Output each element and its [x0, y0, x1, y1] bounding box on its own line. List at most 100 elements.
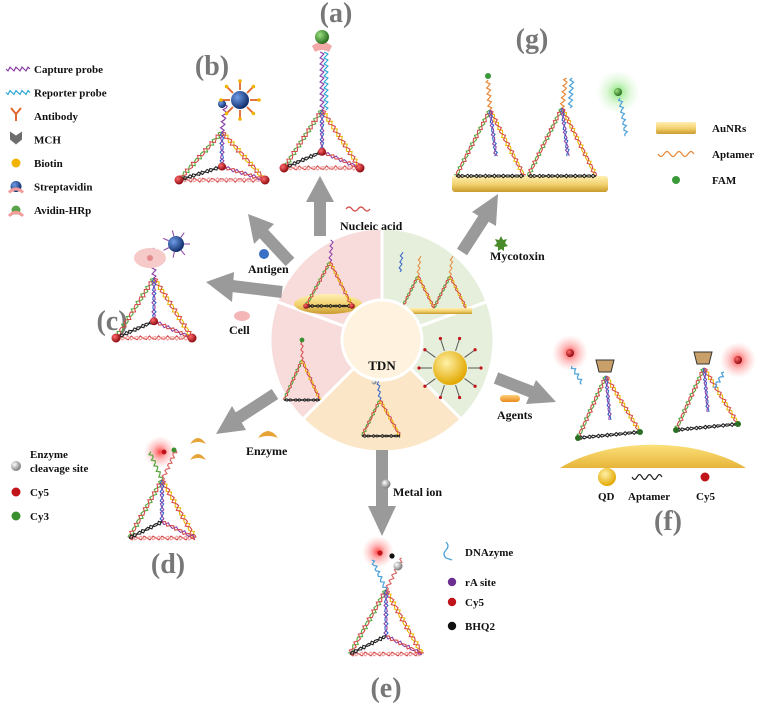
dna-helix-strand: [433, 275, 451, 308]
capture-arm: [172, 251, 175, 258]
streptavidin-sphere-icon: [7, 181, 25, 194]
panel-e-legend-label: DNAzyme: [465, 547, 513, 559]
dna-helix-strand: [219, 131, 225, 167]
marker-dot: [299, 337, 305, 343]
dna-helix-strand: [605, 375, 640, 434]
dna-helix-strand: [128, 535, 196, 541]
top-left-legend-item: Streptavidin: [7, 181, 92, 194]
dna-helix-strand: [703, 367, 740, 424]
fam-dot: [485, 73, 491, 79]
dna-helix-strand: [283, 398, 321, 402]
probe-strand: [398, 251, 404, 273]
avidin-hrp-icon: [312, 42, 332, 52]
arrow-to-g: [456, 194, 498, 256]
panel-d-legend-label: Cy5: [30, 487, 49, 499]
arrow-to-b: [248, 214, 295, 267]
marker-dot: [479, 366, 483, 370]
aptamer-spoke: [440, 339, 445, 352]
marker-dot: [251, 84, 256, 89]
antigen-sphere: [218, 100, 226, 108]
dna-helix-strand: [401, 275, 419, 308]
gold-nanorod-substrate: [452, 176, 608, 192]
marker-dot: [224, 111, 229, 116]
antibody-arm: [246, 106, 254, 114]
dna-helix-strand: [151, 277, 157, 322]
bhq2-dot: [389, 553, 395, 559]
blue-wavy-strand-icon: [5, 89, 31, 96]
panel-label-e: (e): [370, 673, 401, 703]
dna-helix-strand: [488, 109, 525, 178]
biotin-dot-icon: [11, 158, 21, 168]
marker-dot: [735, 421, 741, 427]
target-agent-box: [693, 351, 713, 365]
dna-helix-strand: [361, 399, 381, 437]
mch-shape: [10, 131, 22, 145]
ra-site-dot-icon: [447, 577, 457, 587]
dna-helix-strand: [219, 131, 225, 167]
dna-helix-strand: [675, 367, 706, 431]
dna-helix-strand: [321, 109, 361, 170]
dna-helix-strand: [116, 277, 155, 340]
anchor-dot: [218, 162, 226, 171]
marker-dot: [438, 395, 443, 400]
marker-dot: [473, 348, 477, 352]
dna-helix-strand: [604, 375, 612, 421]
dna-helix-strand: [161, 521, 196, 540]
dna-helix-strand: [329, 261, 353, 306]
panel-label-b: (b): [195, 51, 229, 82]
target-label-enzyme: Enzyme: [246, 444, 288, 458]
dna-helix-strand: [305, 304, 353, 309]
dna-helix-strand: [453, 109, 491, 176]
dna-helix-strand: [305, 261, 331, 307]
top-left-legend-item: Reporter probe: [5, 88, 107, 100]
panel-d-legend-label: Cy3: [30, 511, 49, 523]
dna-helix-strand: [349, 636, 387, 655]
dna-helix-strand: [321, 150, 361, 170]
dna-helix-strand: [128, 520, 163, 539]
anchor-dot: [150, 317, 158, 326]
dna-helix-strand: [488, 109, 498, 157]
dna-helix-strand: [348, 589, 388, 656]
tdn-center-label: TDN: [368, 358, 396, 373]
dna-helix-strand: [384, 589, 424, 656]
cy3-dot-icon: [11, 511, 21, 521]
biotin-dot-icon: [11, 158, 21, 168]
marker-dot: [238, 117, 242, 121]
aptamer-spoke: [455, 384, 460, 397]
tetrahedron-d: [127, 436, 206, 541]
marker-dot: [219, 98, 223, 102]
dna-helix-strand: [361, 399, 381, 437]
top-left-legend-item: Capture probe: [5, 64, 103, 76]
tetrahedron-a: [279, 30, 365, 173]
dna-helix-strand: [283, 109, 323, 170]
top-left-legend-label: Biotin: [34, 158, 63, 170]
target-label-antigen: Antigen: [248, 262, 289, 276]
probe-strand: [148, 451, 164, 481]
panel-label-a: (a): [320, 0, 353, 29]
quantum-dot-icon: [598, 468, 616, 486]
tdn-center-circle: [340, 298, 424, 382]
metal-ion-icon: [381, 479, 391, 489]
dna-helix-strand: [115, 335, 193, 342]
marker-dot: [423, 384, 427, 388]
dna-helix-strand: [321, 151, 361, 170]
dna-helix-strand: [528, 107, 563, 177]
fam-dot-icon: [672, 176, 680, 184]
probe-decorations: [485, 73, 742, 388]
antibody-arm: [226, 86, 234, 94]
dna-helix-strand: [178, 176, 266, 183]
panel-g-legend-label: Aptamer: [712, 149, 754, 161]
dna-helix-strand: [282, 360, 303, 400]
capture-arm: [163, 237, 169, 242]
mch-chevron-icon: [10, 131, 22, 145]
dna-helix-strand: [560, 107, 570, 157]
tetrahedron-f2: [673, 351, 741, 433]
panel-e-legend-label: BHQ2: [465, 621, 495, 633]
aptamer-spoke: [464, 378, 475, 387]
panel-label-f: (f): [654, 506, 682, 537]
aptamer-spoke: [425, 349, 436, 358]
panel-f-legend-label: Cy5: [696, 491, 715, 503]
probe-strand: [5, 89, 31, 96]
